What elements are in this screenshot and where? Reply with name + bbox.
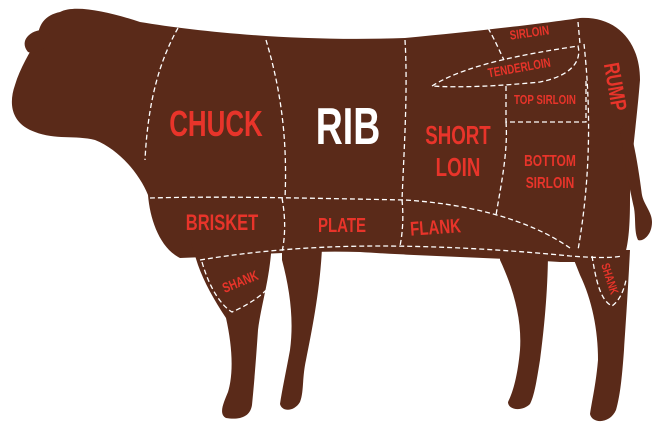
- label-short-loin-line2: LOIN: [436, 152, 481, 182]
- front-leg-near: [190, 240, 272, 419]
- front-leg-far: [280, 248, 322, 410]
- label-bottom-sirloin-line1: BOTTOM: [524, 151, 576, 169]
- label-top-sirloin: TOP SIRLOIN: [514, 94, 576, 108]
- label-flank: FLANK: [409, 214, 461, 240]
- label-bottom-sirloin-line2: SIRLOIN: [526, 173, 575, 191]
- label-brisket: BRISKET: [186, 211, 258, 236]
- hind-leg-far: [500, 250, 548, 409]
- label-chuck: CHUCK: [169, 104, 263, 144]
- label-plate: PLATE: [318, 214, 366, 237]
- label-rib: RIB: [316, 97, 380, 156]
- label-short-loin-line1: SHORT: [425, 120, 491, 150]
- hind-leg-near: [570, 250, 630, 421]
